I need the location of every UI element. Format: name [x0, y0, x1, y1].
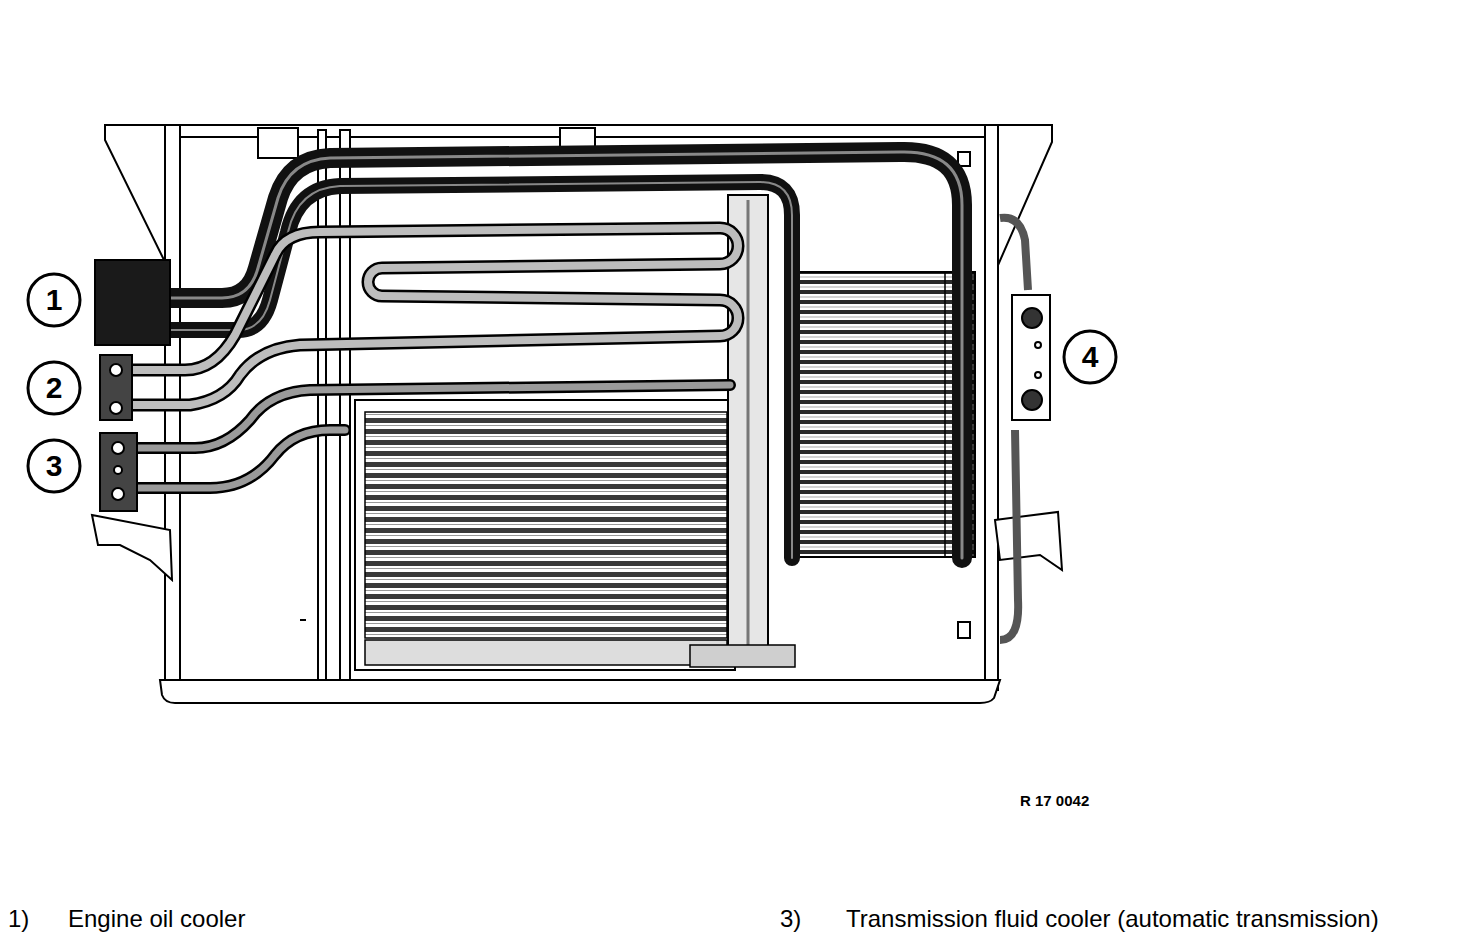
transmission-tubes-part [135, 385, 730, 448]
oil-cooler-tubes-part [130, 228, 738, 405]
right-bracket-part [1022, 390, 1042, 410]
transmission-cooler-core-part [747, 200, 750, 660]
fittings [95, 260, 170, 511]
transmission-cooler-core-part [355, 400, 735, 670]
engine-oil-hoses [170, 152, 962, 558]
callout-number: 4 [1062, 329, 1118, 385]
fittings-part [100, 433, 137, 511]
oil-cooler-tubes-part [130, 228, 738, 405]
right-bracket-part [1022, 308, 1042, 328]
transmission-tubes [135, 385, 730, 488]
transmission-cooler-core-part [365, 640, 727, 665]
callout-circle: 3 [26, 438, 82, 494]
callout-number: 2 [26, 360, 82, 416]
transmission-cooler-core-part [690, 645, 795, 667]
right-bracket-part [1035, 372, 1041, 378]
callout-circle: 1 [26, 272, 82, 328]
frame-part [985, 125, 998, 690]
frame [92, 125, 1062, 703]
frame-part [160, 680, 1000, 703]
fittings-part [95, 260, 170, 345]
frame-part [258, 128, 298, 158]
transmission-tubes-part [135, 385, 730, 448]
key-text: 3) [780, 906, 801, 932]
engine-oil-hoses-part [170, 182, 792, 558]
right-bracket-part [1035, 342, 1041, 348]
callout-number: 1 [26, 272, 82, 328]
key-text: Engine oil cooler [68, 906, 245, 932]
frame-part [300, 619, 306, 621]
condenser-core-part [795, 272, 975, 557]
fittings-part [110, 364, 122, 376]
fittings-part [100, 355, 132, 420]
engine-oil-hoses-part [170, 152, 962, 558]
callout-number: 3 [26, 438, 82, 494]
frame-part [340, 130, 350, 680]
callout-circle: 4 [1062, 329, 1118, 385]
oil-cooler-tubes [130, 228, 738, 405]
engine-oil-hoses-part [170, 182, 792, 558]
fittings-part [112, 488, 124, 500]
frame-part [92, 515, 172, 580]
condenser-core [795, 272, 975, 557]
right-bracket-part [1000, 218, 1028, 640]
frame-part [995, 512, 1062, 570]
fittings-part [114, 466, 122, 474]
fittings-part [110, 402, 122, 414]
transmission-tubes-part [135, 430, 345, 488]
transmission-tubes-part [135, 430, 345, 488]
callout-circle: 2 [26, 360, 82, 416]
key-text: 1) [8, 906, 29, 932]
right-bracket [1000, 218, 1050, 640]
frame-part [958, 622, 970, 638]
figure-code: R 17 0042 [1020, 793, 1089, 810]
key-text: Transmission fluid cooler (automatic tra… [846, 906, 1379, 932]
right-bracket-part [1012, 295, 1050, 420]
engine-oil-hoses-part [170, 152, 962, 558]
frame-part [318, 130, 326, 680]
fittings-part [112, 442, 124, 454]
transmission-cooler-core-part [365, 412, 727, 638]
